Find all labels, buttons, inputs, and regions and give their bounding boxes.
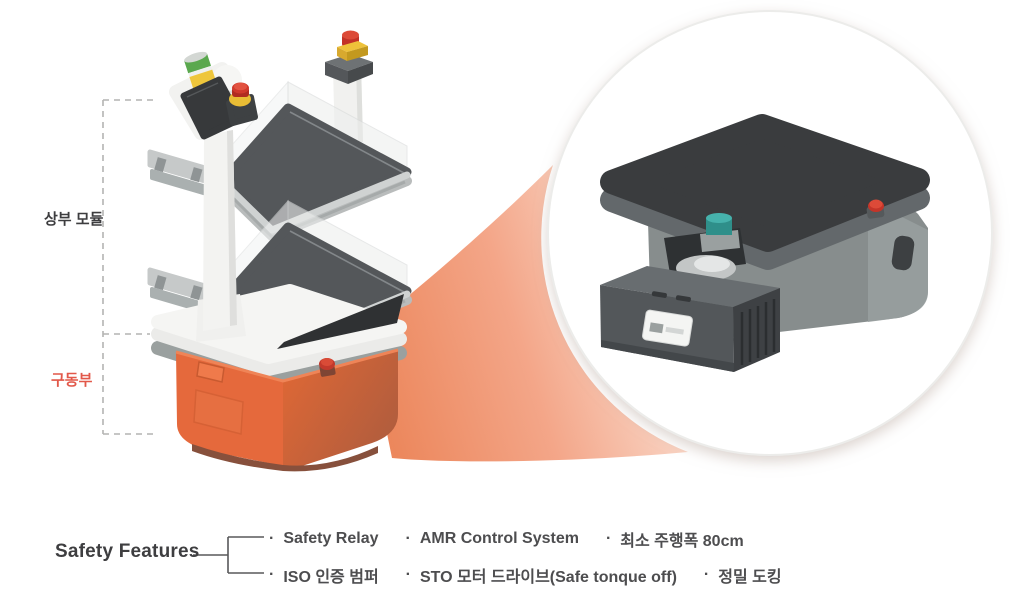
- drive-base: [175, 348, 399, 472]
- bullet-icon: ·: [269, 566, 275, 583]
- drive-unit-label: 구동부: [51, 372, 93, 389]
- safety-item-label: 정밀 도킹: [718, 569, 782, 586]
- safety-item: · 최소 주행폭 80cm: [606, 527, 744, 551]
- bullet-icon: ·: [703, 566, 710, 583]
- bullet-icon: ·: [405, 566, 411, 583]
- drawer-label: [642, 309, 693, 347]
- bullet-icon: ·: [405, 530, 411, 547]
- base-drawer-panel: [193, 389, 244, 435]
- drive-unit-closeup: [600, 114, 930, 372]
- tower-column: [196, 130, 246, 342]
- bullet-icon: ·: [269, 530, 275, 547]
- safety-bracket: [193, 536, 264, 574]
- estop-button-rear: [337, 30, 368, 61]
- safety-item-label: 최소 주행폭 80cm: [620, 533, 744, 550]
- safety-item: · 정밀 도킹: [704, 563, 782, 587]
- safety-item-label: STO 모터 드라이브(Safe tonque off): [420, 569, 677, 586]
- safety-item: · ISO 인증 범퍼: [269, 563, 379, 587]
- wheel: [891, 235, 915, 271]
- robot-illustration: [150, 30, 407, 472]
- safety-item: · Safety Relay: [269, 527, 379, 551]
- vent-grille: [733, 288, 780, 372]
- safety-item-label: AMR Control System: [419, 530, 579, 547]
- module-bracket: [102, 99, 158, 435]
- base-handle: [196, 361, 225, 383]
- base-top-mat: [277, 294, 404, 349]
- sensor-module: [700, 213, 740, 252]
- side-rail-upper: [150, 152, 212, 195]
- bullet-icon: ·: [605, 530, 612, 547]
- battery-drawer: [600, 266, 780, 372]
- zoom-beam: [366, 165, 688, 462]
- safety-item: · AMR Control System: [406, 527, 579, 551]
- upper-module-label: 상부 모듈: [44, 211, 104, 228]
- safety-row-1: · Safety Relay · AMR Control System · 최소…: [269, 527, 744, 551]
- safety-item: · STO 모터 드라이브(Safe tonque off): [406, 563, 677, 587]
- safety-features-title: Safety Features: [55, 541, 200, 562]
- safety-item-label: Safety Relay: [283, 530, 379, 547]
- estop-button-tower: [226, 82, 258, 126]
- estop-button-base: [319, 358, 336, 377]
- estop-button-closeup: [866, 199, 885, 219]
- safety-row-2: · ISO 인증 범퍼 · STO 모터 드라이브(Safe tonque of…: [269, 563, 782, 587]
- safety-item-label: ISO 인증 범퍼: [283, 569, 379, 586]
